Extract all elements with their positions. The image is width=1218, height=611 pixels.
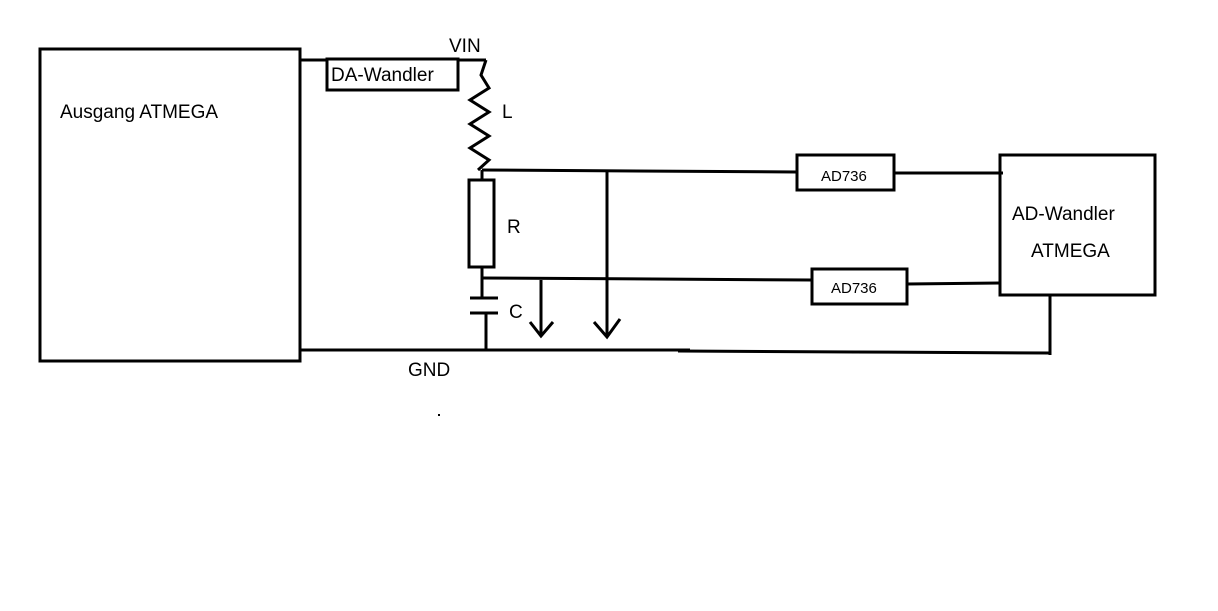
gnd-line-right xyxy=(677,349,1051,355)
da-wandler-block xyxy=(325,57,460,92)
ad-wandler-label-line1: AD-Wandler xyxy=(1012,204,1115,225)
resistor-r xyxy=(467,178,496,269)
inductor-label: L xyxy=(502,102,513,123)
ad736-bottom-block xyxy=(810,267,909,306)
capacitor-label: C xyxy=(509,302,523,323)
ad-wandler-block xyxy=(998,153,1157,297)
wire-ad736-bottom-to-adc xyxy=(906,281,1001,286)
gnd-label: GND xyxy=(408,360,450,381)
ausgang-atmega-label: Ausgang ATMEGA xyxy=(60,102,218,123)
vin-label: VIN xyxy=(449,36,481,57)
ad736-bottom-label: AD736 xyxy=(831,280,877,297)
stray-dot xyxy=(438,414,440,416)
ground-arrow-2-head xyxy=(592,318,622,340)
ground-arrow-1-head xyxy=(528,321,555,339)
resistor-label: R xyxy=(507,217,521,238)
wire-node-lr-to-ad736-top xyxy=(481,168,798,174)
ad-wandler-label-line2: ATMEGA xyxy=(1031,241,1110,262)
wire-node-rc-to-ad736-bottom xyxy=(481,276,813,282)
ausgang-atmega-block xyxy=(38,47,302,363)
inductor-l xyxy=(467,59,492,172)
ad736-top-label: AD736 xyxy=(821,168,867,185)
da-wandler-label: DA-Wandler xyxy=(331,65,434,86)
